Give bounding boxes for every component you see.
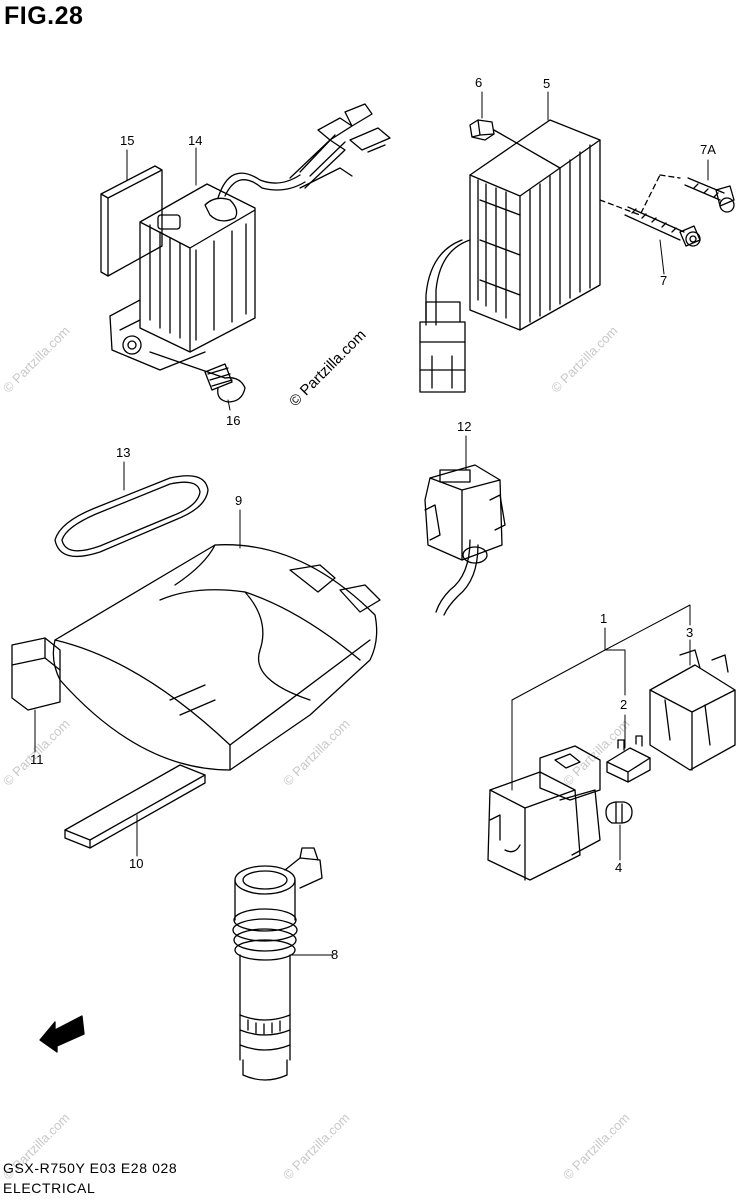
- part-3-cover: [650, 650, 735, 770]
- callout-1: 1: [600, 611, 608, 626]
- model-code: GSX-R750Y E03 E28 028: [3, 1160, 178, 1176]
- figure-caption: ELECTRICAL: [3, 1180, 96, 1196]
- part-1-switch-assembly: [488, 746, 600, 880]
- part-11-label: [12, 638, 60, 710]
- figure-title: FIG.28: [4, 2, 84, 30]
- part-7-screw: [600, 175, 700, 246]
- part-12-relay: [425, 465, 505, 615]
- callout-12: 12: [457, 419, 472, 434]
- part-2-fuse: [607, 736, 650, 782]
- callout-9: 9: [235, 493, 243, 508]
- part-9-ecm: [53, 545, 380, 770]
- callout-13: 13: [116, 445, 131, 460]
- callout-3: 3: [686, 625, 694, 640]
- callout-4: 4: [615, 860, 623, 875]
- callout-8: 8: [331, 947, 339, 962]
- fwd-arrow-icon: [40, 1016, 84, 1052]
- part-10-pad: [65, 765, 205, 848]
- part-13-band: [55, 476, 208, 557]
- callout-7: 7: [660, 273, 668, 288]
- callout-14: 14: [188, 133, 203, 148]
- part-16-bolt: [150, 352, 245, 402]
- part-15-pad: [101, 166, 162, 276]
- callout-16: 16: [226, 413, 241, 428]
- part-8-coil: [233, 848, 322, 1080]
- callout-5: 5: [543, 76, 551, 91]
- callout-15: 15: [120, 133, 135, 148]
- callout-6: 6: [475, 75, 483, 90]
- part-6-collar: [470, 120, 560, 168]
- callout-7a: 7A: [700, 142, 716, 157]
- callout-2: 2: [620, 697, 628, 712]
- part-14-unit: [110, 104, 390, 370]
- part-5-regulator: [420, 120, 600, 392]
- callout-11: 11: [30, 752, 44, 767]
- leader-lines: [35, 92, 708, 955]
- callout-10: 10: [129, 856, 144, 871]
- part-7a-screw: [660, 175, 734, 212]
- part-4-bulb: [606, 802, 632, 823]
